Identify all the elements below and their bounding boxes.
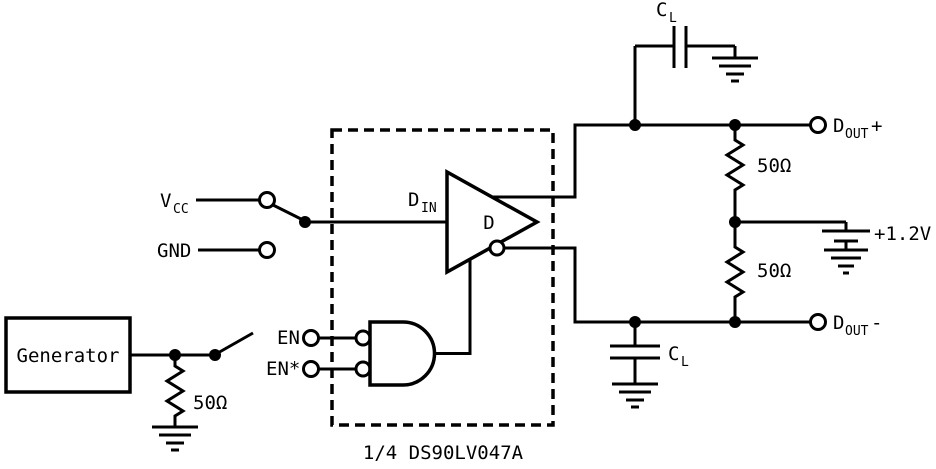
en-star-terminal — [302, 360, 320, 378]
dout-minus-wire — [504, 246, 810, 324]
driver-ic-section: 1/4 DS90LV047A D IN D EN EN* — [266, 128, 555, 464]
load-resistor-top-label: 50Ω — [757, 155, 791, 177]
inverted-output-bubble — [488, 239, 506, 257]
capacitor-symbol — [610, 344, 660, 360]
input-switch-arm — [272, 203, 304, 222]
cl-top-label: C — [656, 0, 667, 21]
input-select-section: V CC GND — [157, 190, 447, 262]
en-star-input-bubble — [354, 360, 372, 378]
gate-to-driver-wire — [434, 259, 472, 355]
load-resistor-bottom-symbol — [724, 222, 746, 322]
en-input-bubble — [354, 329, 372, 347]
source-resistor-label: 50Ω — [193, 392, 227, 414]
gnd-label: GND — [157, 240, 191, 262]
dout-plus-label-sub: OUT — [845, 127, 869, 142]
cl-top-label-sub: L — [669, 11, 677, 26]
dout-plus-wire — [492, 123, 810, 199]
dout-minus-label-sub: OUT — [845, 324, 869, 339]
din-label-sub: IN — [421, 201, 437, 216]
generator-section: Generator 50Ω — [4, 316, 254, 452]
capacitor-symbol — [672, 26, 688, 68]
bias-supply-branch: +1.2V — [735, 220, 931, 275]
generator-switch-arm — [215, 331, 254, 356]
en-label: EN — [277, 327, 300, 349]
ground-symbol — [612, 382, 658, 409]
dout-plus-polarity: + — [871, 115, 882, 137]
dout-plus-terminal — [809, 116, 827, 134]
vcc-label: V — [160, 190, 171, 212]
load-resistor-top-symbol — [724, 125, 746, 222]
din-label: D — [408, 189, 419, 211]
cl-bottom-label-sub: L — [681, 355, 689, 370]
gnd-terminal — [258, 241, 276, 259]
driver-label: D — [483, 212, 494, 234]
ground-symbol — [152, 425, 198, 452]
ic-dashed-boundary — [330, 128, 555, 427]
device-label: 1/4 DS90LV047A — [363, 442, 524, 464]
ground-symbol — [712, 56, 758, 83]
dout-plus-label: D — [833, 115, 844, 137]
cl-top-branch: C L — [633, 0, 758, 125]
bias-supply-label: +1.2V — [874, 223, 931, 245]
battery-symbol — [822, 222, 870, 250]
dout-minus-terminal — [809, 313, 827, 331]
en-terminal — [302, 329, 320, 347]
load-resistor-bottom-label: 50Ω — [757, 260, 791, 282]
generator-label: Generator — [17, 345, 120, 367]
generator-box — [4, 316, 132, 394]
vcc-terminal — [258, 191, 276, 209]
and-gate-symbol — [368, 320, 437, 387]
en-star-label: EN* — [266, 358, 300, 380]
vcc-label-sub: CC — [173, 202, 189, 217]
source-resistor-symbol — [164, 355, 186, 427]
ground-symbol — [824, 248, 868, 275]
dout-minus-label: D — [833, 312, 844, 334]
output-network-section: D OUT + D OUT - C L — [492, 0, 931, 409]
cl-bottom-branch: C L — [610, 322, 689, 409]
dout-minus-polarity: - — [871, 312, 882, 334]
cl-bottom-label: C — [668, 343, 679, 365]
